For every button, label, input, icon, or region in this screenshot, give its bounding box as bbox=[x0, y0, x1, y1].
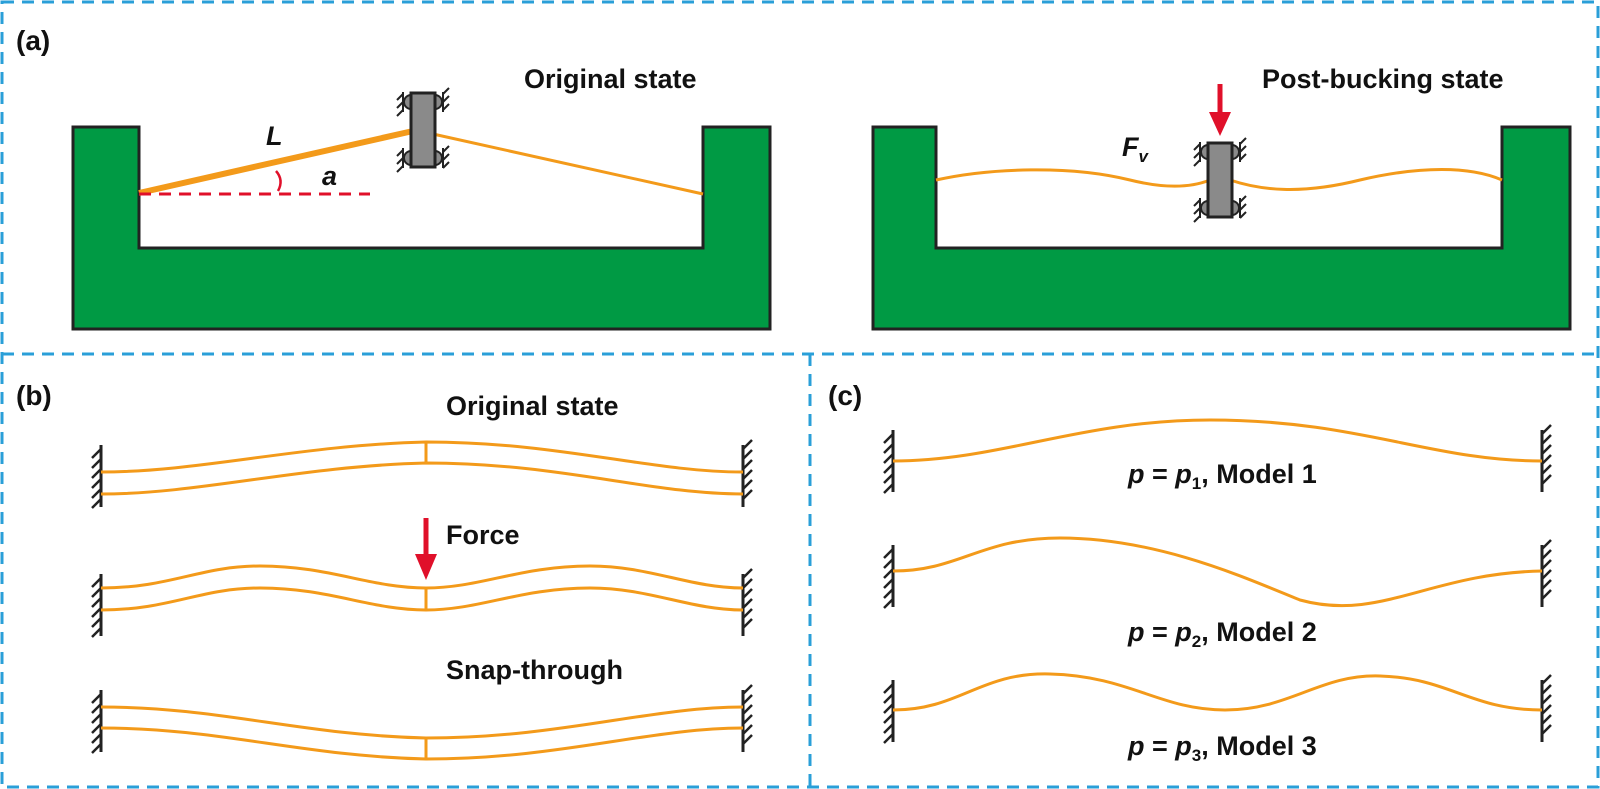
b1-beam-top bbox=[100, 440, 744, 474]
c-mode1-label: p = p1, Model 1 bbox=[1127, 459, 1317, 493]
clamp-icon bbox=[1540, 423, 1553, 494]
c-mode3-beam bbox=[892, 672, 1543, 712]
b3-beam-bottom bbox=[100, 726, 744, 761]
clamp-icon bbox=[90, 572, 103, 639]
buckled-beam-left bbox=[935, 168, 1211, 188]
post-bucking-state-title: Post-bucking state bbox=[1262, 64, 1504, 94]
substrate-right bbox=[871, 125, 1572, 331]
beam-left-segment bbox=[138, 128, 414, 196]
clamp-icon bbox=[741, 567, 754, 638]
c-mode1-beam bbox=[892, 418, 1543, 463]
angle-label: a bbox=[322, 161, 337, 191]
angle-arc-icon bbox=[275, 170, 282, 192]
clamp-icon bbox=[1540, 538, 1553, 609]
panel-b-label: (b) bbox=[16, 380, 52, 411]
clamp-icon bbox=[741, 438, 754, 509]
force-arrow-icon bbox=[415, 518, 437, 580]
force-label: Fv bbox=[1122, 132, 1150, 166]
panel-a-label: (a) bbox=[16, 25, 50, 56]
c-mode2-beam bbox=[892, 536, 1543, 608]
length-label: L bbox=[266, 121, 283, 151]
buckled-beam-right bbox=[1229, 168, 1503, 191]
original-state-title: Original state bbox=[524, 64, 697, 94]
panel-c-label: (c) bbox=[828, 380, 862, 411]
clamp-icon bbox=[90, 688, 103, 755]
roller-icon bbox=[1192, 136, 1248, 224]
c-mode3-label: p = p3, Model 3 bbox=[1127, 731, 1317, 765]
clamp-icon bbox=[1540, 673, 1553, 744]
c-mode2-label: p = p2, Model 2 bbox=[1127, 617, 1317, 651]
clamp-icon bbox=[741, 683, 754, 754]
b-force-title: Force bbox=[446, 520, 520, 550]
b-original-state-title: Original state bbox=[446, 391, 619, 421]
clamp-icon bbox=[90, 443, 103, 510]
clamp-icon bbox=[882, 543, 895, 610]
substrate-left bbox=[71, 125, 772, 331]
b2-beam-bottom bbox=[100, 586, 744, 612]
clamp-icon bbox=[882, 428, 895, 495]
clamp-icon bbox=[882, 678, 895, 745]
b-snap-through-title: Snap-through bbox=[446, 655, 623, 685]
beam-right-segment bbox=[432, 132, 704, 196]
b1-beam-bottom bbox=[100, 461, 744, 496]
b3-beam-top bbox=[100, 705, 744, 740]
force-arrow-icon bbox=[1209, 84, 1231, 136]
